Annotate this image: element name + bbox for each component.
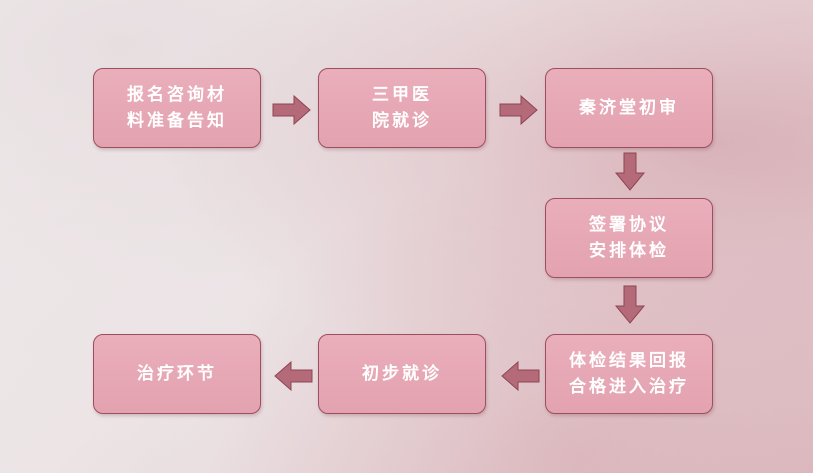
step-label-line: 初步就诊 — [362, 364, 442, 384]
step-label-line: 治疗环节 — [137, 364, 217, 384]
arrow-down-icon — [614, 285, 646, 324]
step-preliminary-review: 秦济堂初审 — [545, 68, 713, 148]
step-label-line: 合格进入治疗 — [569, 377, 689, 397]
arrow-down-icon — [614, 152, 646, 191]
step-label-line: 安排体检 — [589, 241, 669, 261]
step-checkup-results: 体检结果回报 合格进入治疗 — [545, 334, 713, 414]
step-label-line: 三甲医 — [372, 85, 432, 105]
arrow-left-icon — [501, 360, 540, 392]
step-initial-visit: 初步就诊 — [318, 334, 486, 414]
step-label-line: 料准备告知 — [127, 111, 227, 131]
step-label-line: 报名咨询材 — [127, 85, 227, 105]
arrow-right-icon — [272, 94, 311, 126]
arrow-left-icon — [274, 360, 313, 392]
step-registration-consultation: 报名咨询材 料准备告知 — [93, 68, 261, 148]
step-label-line: 院就诊 — [372, 111, 432, 131]
arrow-right-icon — [499, 94, 538, 126]
step-label-line: 签署协议 — [589, 215, 669, 235]
step-label-line: 秦济堂初审 — [579, 98, 679, 118]
step-label-line: 体检结果回报 — [569, 351, 689, 371]
step-treatment: 治疗环节 — [93, 334, 261, 414]
step-sign-agreement: 签署协议 安排体检 — [545, 198, 713, 278]
step-hospital-visit: 三甲医 院就诊 — [318, 68, 486, 148]
